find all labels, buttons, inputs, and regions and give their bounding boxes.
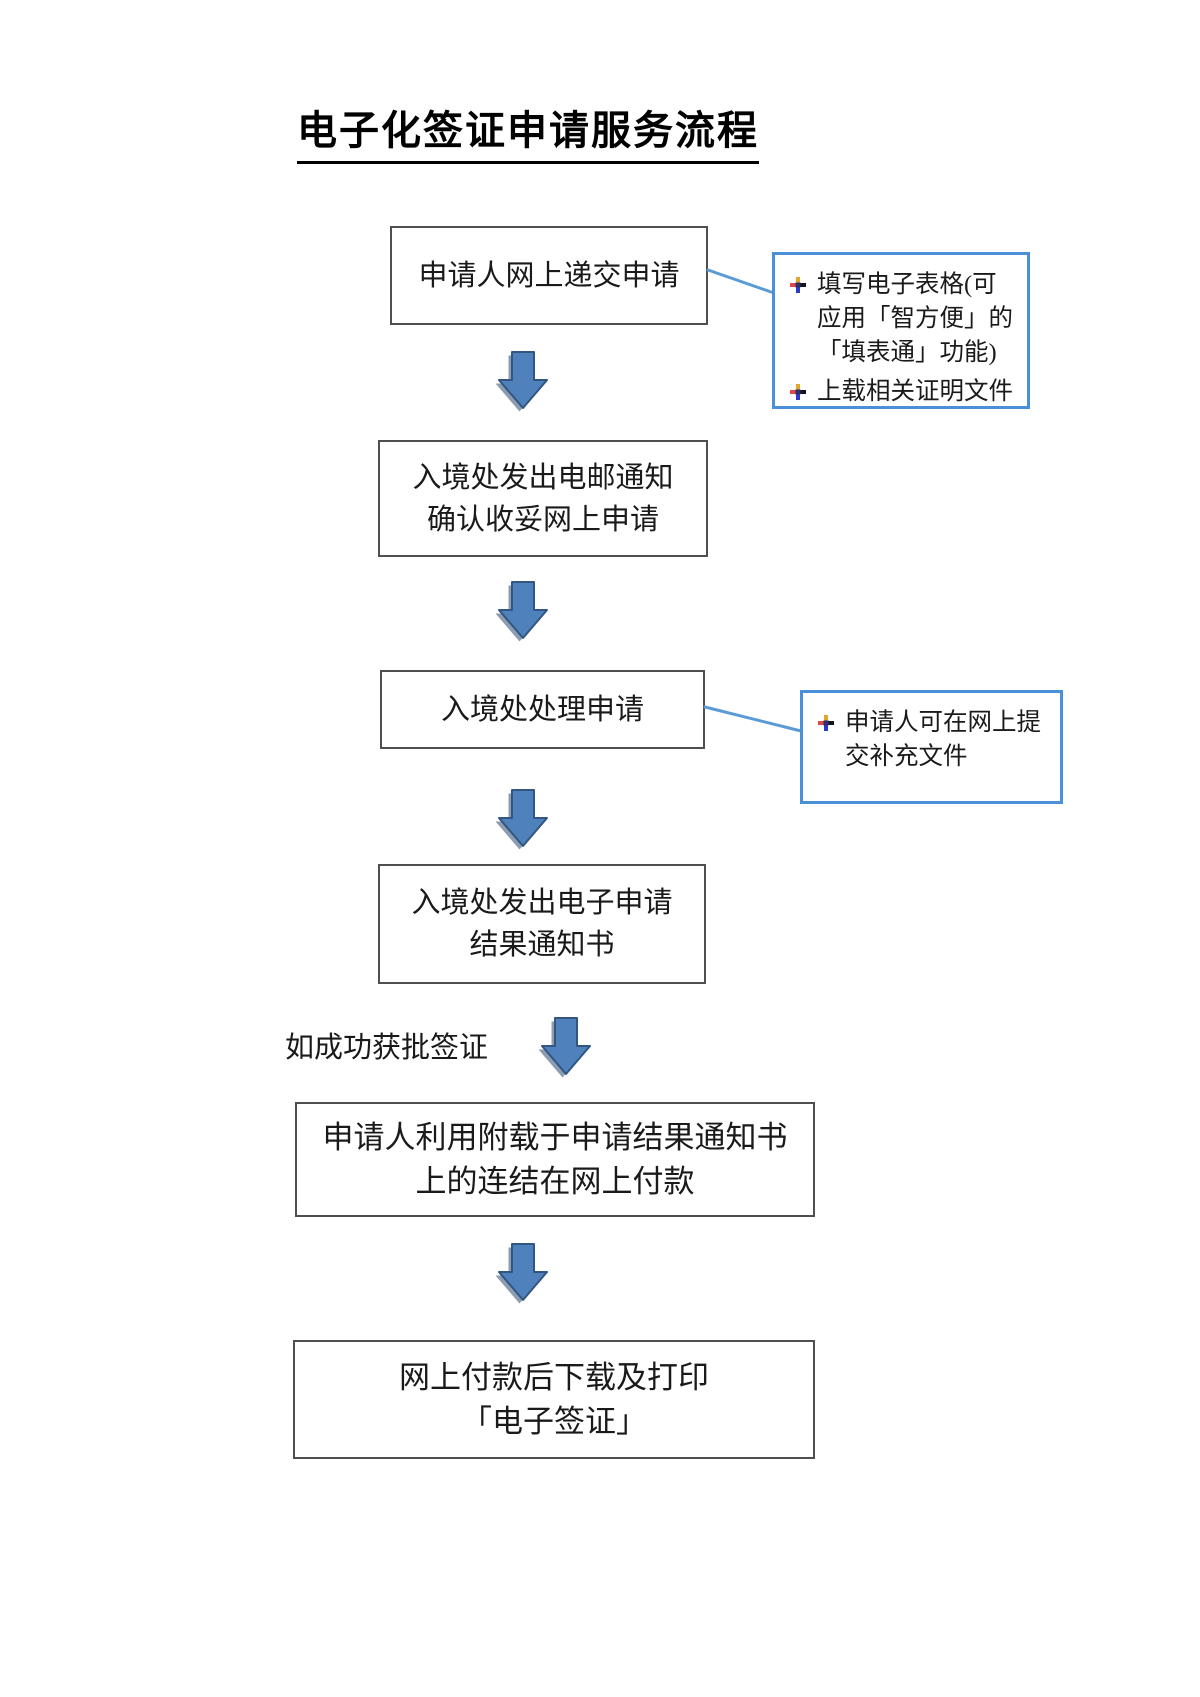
- flow-step-email-acknowledgement: 入境处发出电邮通知 确认收妥网上申请: [378, 440, 708, 557]
- down-block-arrow-icon: [538, 1017, 591, 1078]
- step-label: 网上付款后下载及打印 「电子签证」: [399, 1359, 709, 1439]
- page-title: 电子化签证申请服务流程: [297, 98, 759, 164]
- multicolor-club-bullet-icon: [790, 277, 806, 293]
- flow-step-processing: 入境处处理申请: [380, 670, 705, 749]
- down-block-arrow-icon: [495, 351, 548, 412]
- callout-box-supplementary-documents: 申请人可在网上提交补充文件: [800, 690, 1063, 804]
- branch-condition-label: 如成功获批签证: [285, 1032, 489, 1064]
- flow-step-result-notification: 入境处发出电子申请 结果通知书: [378, 864, 706, 984]
- callout-bullet-item: 上载相关证明文件: [788, 375, 1017, 409]
- callout-bullet-text: 申请人可在网上提交补充文件: [845, 709, 1041, 770]
- connector-line: [703, 705, 803, 733]
- callout-box-online-form-notes: 填写电子表格(可应用「智方便」的「填表通」功能) 上载相关证明文件: [772, 252, 1030, 409]
- flow-step-download-print-evisa: 网上付款后下载及打印 「电子签证」: [293, 1340, 815, 1459]
- step-label: 入境处发出电子申请 结果通知书: [411, 887, 673, 961]
- callout-bullet-text: 上载相关证明文件: [817, 378, 1013, 405]
- down-block-arrow-icon: [495, 789, 548, 850]
- step-label: 申请人网上递交申请: [418, 259, 680, 292]
- step-label: 申请人利用附载于申请结果通知书 上的连结在网上付款: [322, 1119, 788, 1199]
- down-block-arrow-icon: [495, 1243, 548, 1304]
- callout-bullet-text: 填写电子表格(可应用「智方便」的「填表通」功能): [817, 271, 1013, 366]
- down-block-arrow-icon: [495, 581, 548, 642]
- multicolor-club-bullet-icon: [790, 384, 806, 400]
- flow-step-submit-application: 申请人网上递交申请: [390, 226, 708, 325]
- callout-bullet-item: 申请人可在网上提交补充文件: [816, 706, 1050, 774]
- step-label: 入境处发出电邮通知 确认收妥网上申请: [412, 461, 674, 536]
- flow-step-online-payment: 申请人利用附载于申请结果通知书 上的连结在网上付款: [295, 1102, 815, 1217]
- connector-line: [706, 268, 776, 295]
- multicolor-club-bullet-icon: [818, 715, 834, 731]
- callout-bullet-item: 填写电子表格(可应用「智方便」的「填表通」功能): [788, 268, 1017, 370]
- step-label: 入境处处理申请: [440, 693, 644, 726]
